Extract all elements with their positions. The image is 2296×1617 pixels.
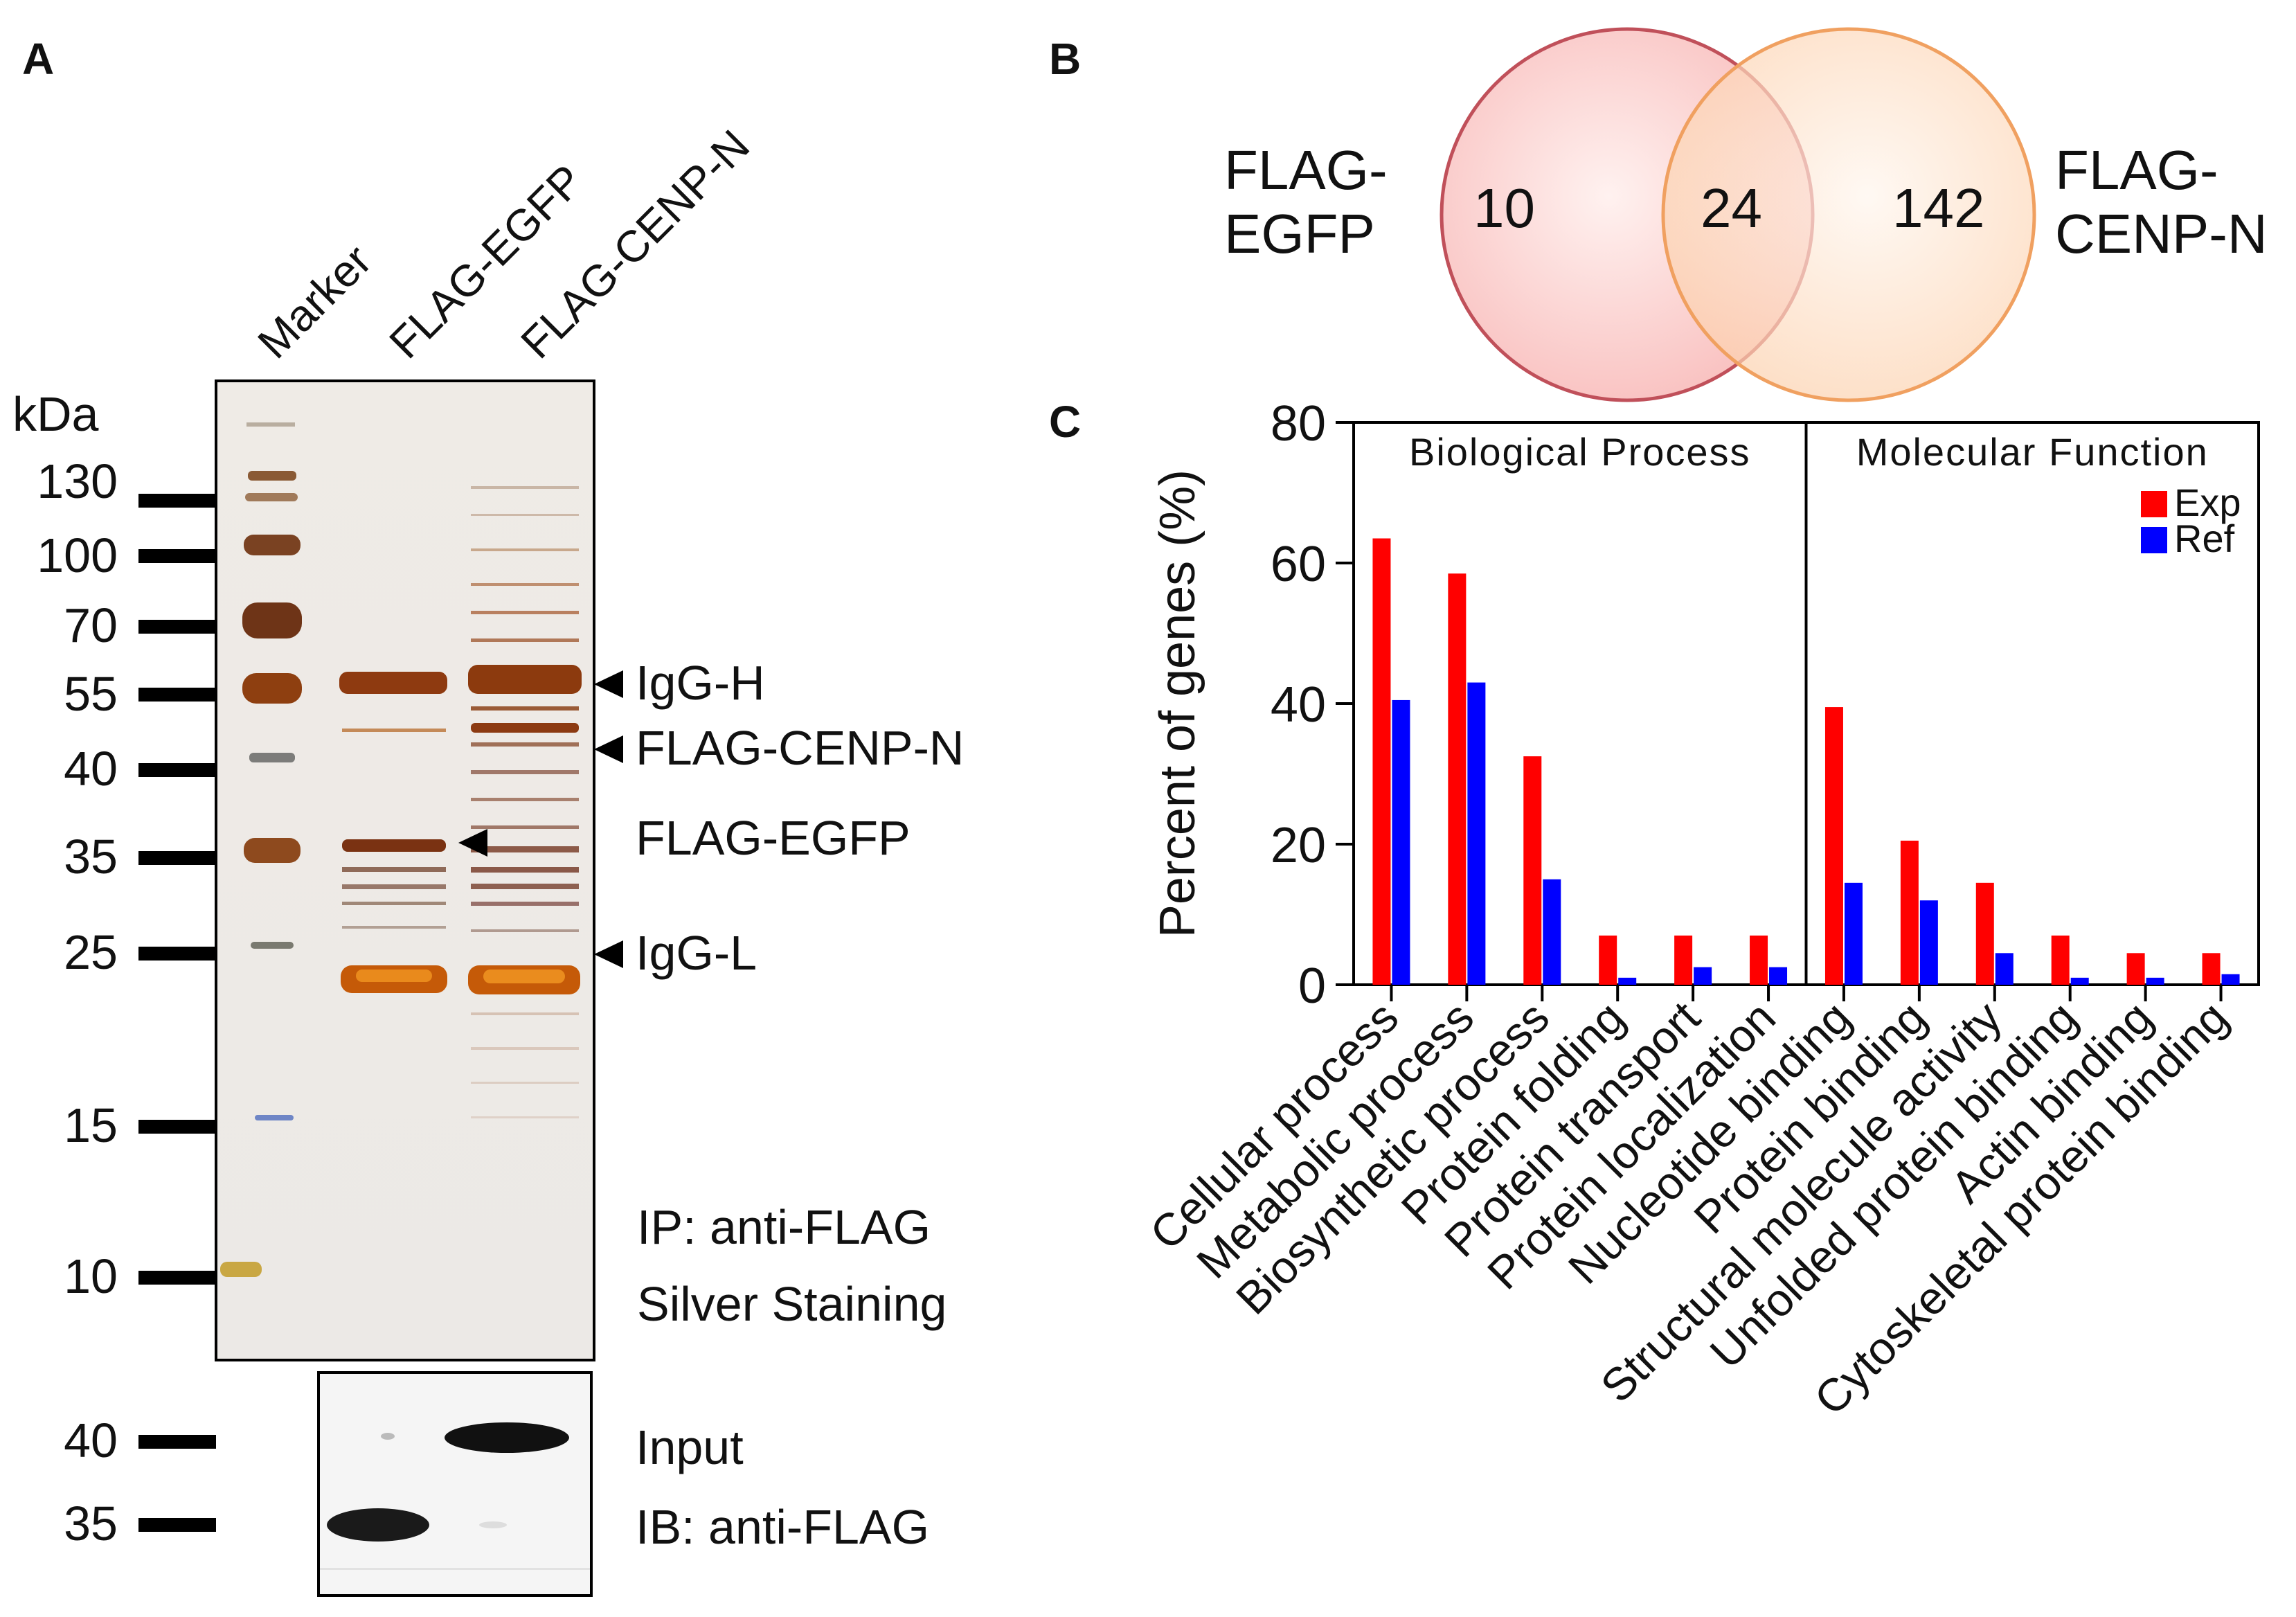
bar-ref <box>1694 967 1712 985</box>
gel-image <box>217 382 593 1359</box>
bar-exp <box>1599 935 1617 985</box>
y-tick-label: 0 <box>1298 958 1326 1014</box>
mw-tick <box>138 549 215 563</box>
venn-label-right-line1: FLAG- <box>2055 139 2218 201</box>
bar-ref <box>1995 953 2014 985</box>
y-tick-label: 60 <box>1271 537 1326 592</box>
bar-ref <box>2146 977 2164 985</box>
venn-count-overlap: 24 <box>1701 177 1762 239</box>
mw-tick <box>138 851 215 865</box>
legend-swatch-exp <box>2141 491 2167 517</box>
kda-label: kDa <box>12 387 99 441</box>
bar-exp <box>1975 882 1994 985</box>
venn-diagram <box>1440 27 2036 402</box>
mw-label-130: 130 <box>37 454 118 508</box>
mw-label-15: 15 <box>64 1098 118 1152</box>
mw-label-35: 35 <box>64 830 118 884</box>
bar-exp <box>2202 953 2221 985</box>
bar-exp <box>1448 573 1467 985</box>
bar-ref <box>2070 977 2089 985</box>
mw-label-10: 10 <box>64 1249 118 1303</box>
arrow-flag-egfp <box>458 829 487 857</box>
mw-tick <box>138 763 215 777</box>
bar-exp <box>2051 935 2070 985</box>
panel-label-a: A <box>22 34 55 84</box>
mw-tick <box>138 1120 215 1134</box>
mw-tick <box>138 688 215 702</box>
bar-exp <box>1900 840 1919 985</box>
band-label-flag-cenp-n: FLAG-CENP-N <box>636 721 965 775</box>
bar-ref <box>2221 974 2240 985</box>
band-label-flag-egfp: FLAG-EGFP <box>636 811 911 865</box>
bar-exp <box>1674 935 1693 985</box>
legend-label-exp: Exp <box>2174 481 2241 524</box>
ip-note: IP: anti-FLAG <box>637 1200 931 1254</box>
band-label-igg-l: IgG-L <box>636 926 757 980</box>
silver-stained-gel <box>215 379 595 1361</box>
venn-label-flag-cenp-n: FLAG- CENP-N <box>2055 139 2268 266</box>
mw-tick <box>138 494 215 508</box>
arrow-flag-cenp-n <box>594 735 623 763</box>
stain-note: Silver Staining <box>637 1277 947 1331</box>
bar-exp <box>1750 935 1768 985</box>
blot-mw-label-35: 35 <box>64 1497 118 1551</box>
y-axis-label: Percent of genes (%) <box>1150 470 1205 938</box>
bar-exp <box>1824 707 1843 985</box>
mw-tick <box>138 1271 215 1285</box>
panel-label-c: C <box>1049 397 1082 447</box>
mw-label-40: 40 <box>64 742 118 796</box>
blot-mw-tick <box>138 1518 216 1532</box>
bar-exp <box>1523 756 1542 985</box>
venn-count-cenp-n-only: 142 <box>1892 177 1985 239</box>
bar-ref <box>1467 682 1486 985</box>
legend-label-ref: Ref <box>2174 517 2235 560</box>
blot-mw-label-40: 40 <box>64 1413 118 1467</box>
mw-tick <box>138 947 215 961</box>
venn-label-right-line2: CENP-N <box>2055 203 2268 265</box>
legend-swatch-ref <box>2141 527 2167 553</box>
venn-label-left-line1: FLAG- <box>1224 139 1388 201</box>
venn-label-left-line2: EGFP <box>1224 203 1375 265</box>
mw-label-25: 25 <box>64 925 118 979</box>
bar-ref <box>1618 977 1637 985</box>
y-tick-label: 80 <box>1271 396 1326 452</box>
bar-exp <box>1372 538 1391 985</box>
blot-mw-tick <box>138 1435 216 1449</box>
blot-image <box>320 1374 590 1594</box>
band-label-igg-h: IgG-H <box>636 656 765 710</box>
bar-ref <box>1919 900 1938 985</box>
arrow-igg-h <box>594 670 623 698</box>
ib-note: IB: anti-FLAG <box>636 1500 930 1554</box>
mw-label-55: 55 <box>64 667 118 721</box>
venn-count-egfp-only: 10 <box>1473 177 1535 239</box>
venn-label-flag-egfp: FLAG- EGFP <box>1224 139 1388 266</box>
venn-circle-flag-cenp-n <box>1661 27 2036 402</box>
bar-ref <box>1543 879 1561 985</box>
arrow-igg-l <box>594 940 623 968</box>
bar-ref <box>1769 967 1788 985</box>
bar-exp <box>2126 953 2145 985</box>
section-title-biological-process: Biological Process <box>1409 430 1751 474</box>
panel-label-b: B <box>1049 34 1082 84</box>
mw-tick <box>138 620 215 634</box>
y-tick-label: 20 <box>1271 818 1326 873</box>
section-title-molecular-function: Molecular Function <box>1856 430 2209 474</box>
western-blot <box>317 1371 593 1597</box>
mw-label-100: 100 <box>37 528 118 582</box>
bar-ref <box>1392 699 1410 985</box>
mw-label-70: 70 <box>64 598 118 652</box>
bar-ref <box>1844 882 1863 985</box>
y-tick-label: 40 <box>1271 677 1326 733</box>
input-note: Input <box>636 1420 744 1474</box>
